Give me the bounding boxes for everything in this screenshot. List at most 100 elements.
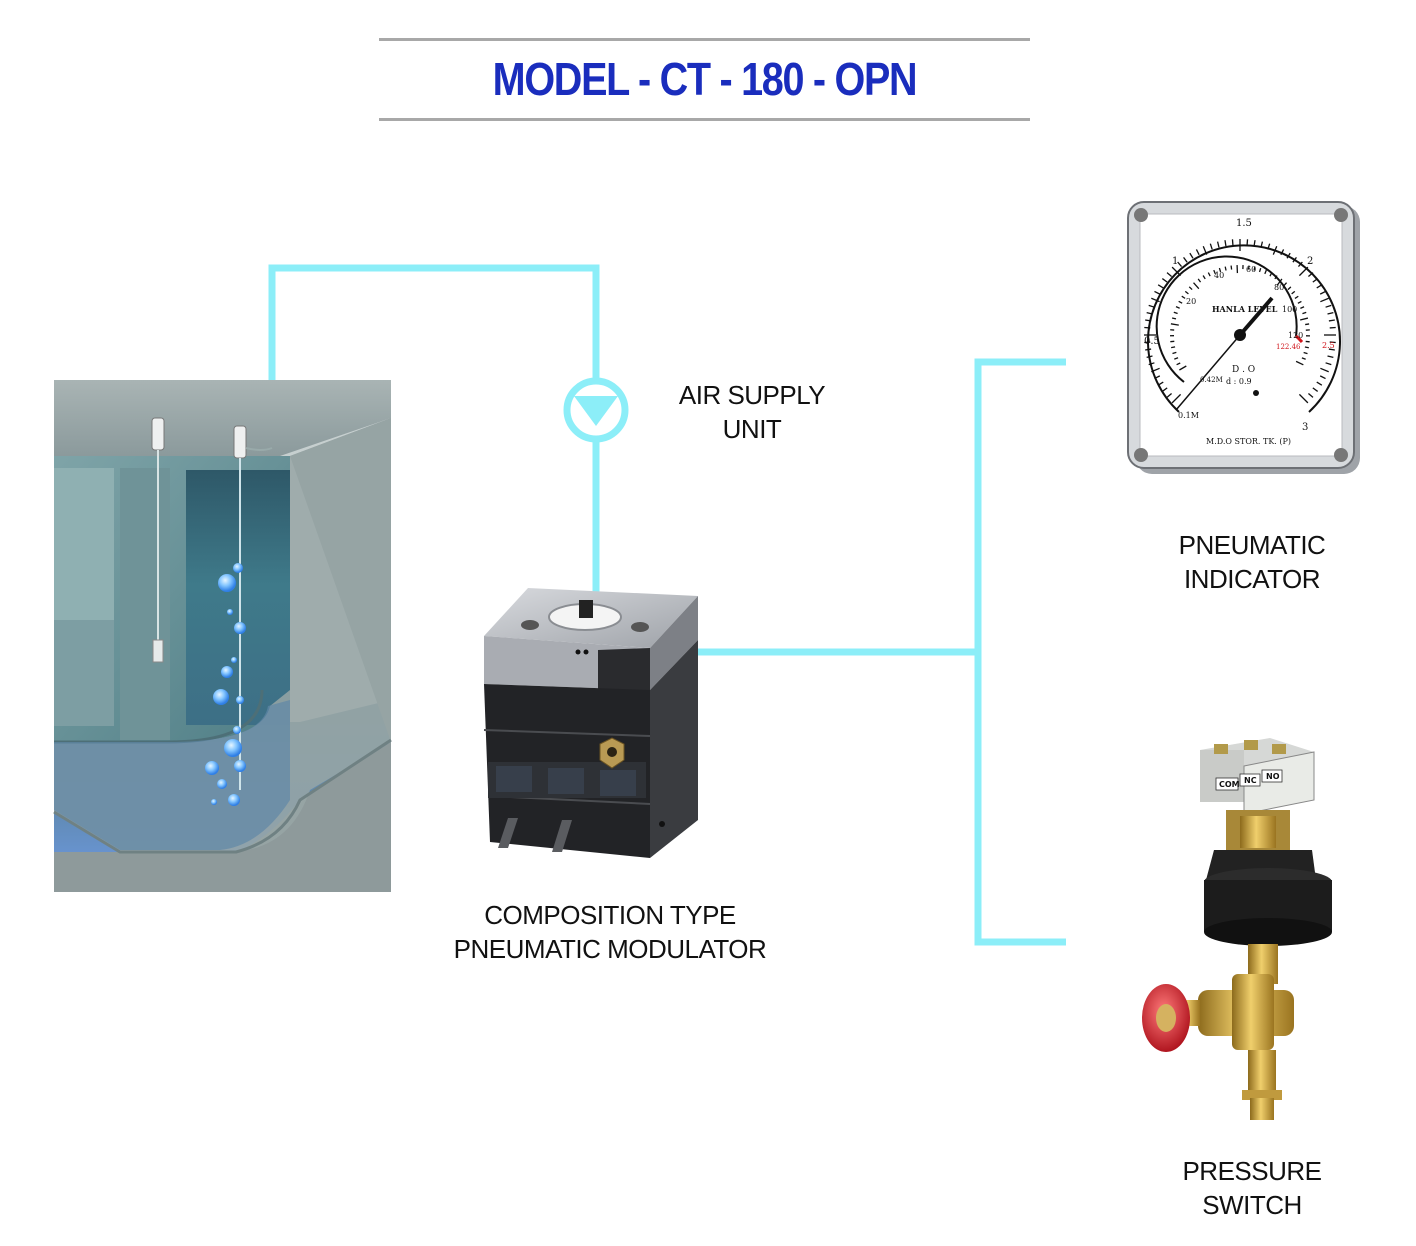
gauge-inner-tick: [1230, 265, 1233, 270]
gauge-label-0-1m: 0.1M: [1178, 411, 1199, 420]
air-bubbles: [205, 563, 246, 806]
gauge-inner-tick: [1302, 311, 1307, 315]
switch-terminal-com: COM: [1219, 780, 1240, 789]
gauge-tick: [1327, 311, 1334, 315]
gauge-tick: [1298, 393, 1309, 404]
gauge-inner-tick: [1305, 323, 1310, 326]
gauge-label-3: 3: [1302, 422, 1308, 433]
gauge-inner-tick: [1179, 365, 1187, 371]
gauge-tick: [1292, 256, 1297, 263]
gauge-tick: [1298, 266, 1309, 277]
air-supply-unit-label: AIR SUPPLY UNIT: [662, 378, 842, 446]
indicator-label-line1: PNEUMATIC: [1178, 530, 1326, 560]
modulator-label-line2: PNEUMATIC MODULATOR: [453, 934, 767, 964]
gauge-tick: [1145, 319, 1152, 322]
pressure-switch-illustration: COM NC NO: [1142, 738, 1332, 1120]
gauge-tick: [1312, 278, 1319, 283]
gauge-tick: [1145, 348, 1152, 351]
gauge-tick: [1151, 367, 1160, 373]
gauge-tick: [1202, 246, 1208, 255]
gauge-tick: [1328, 348, 1335, 351]
pressure-switch-label-line2: SWITCH: [1202, 1190, 1302, 1220]
modulator-label-line1: COMPOSITION TYPE: [484, 900, 736, 930]
gauge-inner-tick: [1295, 360, 1304, 366]
gauge-inner-tick: [1300, 317, 1309, 321]
gauge-tick: [1312, 387, 1319, 392]
gauge-tick: [1183, 256, 1188, 263]
gauge-tick: [1319, 290, 1326, 295]
gauge-inner-tick: [1218, 267, 1222, 273]
switch-terminal-no: NO: [1266, 772, 1280, 781]
gauge-inner-tick: [1172, 351, 1177, 355]
pressure-switch-label: PRESSURE SWITCH: [1152, 1154, 1352, 1222]
pneumatic-indicator-gauge: 0.1M 0.5 1 1.5 2 2.5 3 20 40 60 80 100 1…: [1127, 201, 1360, 474]
gauge-inner-tick: [1301, 357, 1306, 360]
air-supply-label-line1: AIR SUPPLY: [678, 380, 826, 410]
pressure-switch-label-line1: PRESSURE: [1182, 1156, 1322, 1186]
gauge-tick: [1224, 240, 1227, 247]
gauge-inner-tick: [1178, 300, 1183, 304]
gauge-inner-tick: [1247, 265, 1250, 270]
gauge-inner-tick: [1174, 357, 1179, 360]
gauge-inner-tick: [1176, 362, 1181, 366]
gauge-inner-100: 100: [1282, 305, 1297, 314]
gauge-inner-tick: [1170, 323, 1179, 326]
indicator-label-line2: INDICATOR: [1183, 564, 1321, 594]
gauge-tick: [1327, 355, 1334, 359]
gauge-label-1-5: 1.5: [1236, 218, 1252, 229]
air-supply-label-line2: UNIT: [722, 414, 782, 444]
gauge-label-1: 1: [1172, 256, 1178, 267]
gauge-inner-tick: [1202, 275, 1206, 280]
gauge-tick: [1260, 241, 1264, 248]
gauge-tick: [1280, 249, 1285, 256]
gauge-tick: [1325, 362, 1332, 366]
branch-pipe: [974, 358, 1066, 946]
gauge-tick: [1195, 249, 1200, 256]
gauge-tick: [1308, 272, 1314, 278]
switch-terminal-nc: NC: [1244, 776, 1257, 785]
tank-to-supply-pipe: [268, 264, 600, 452]
gauge-tick: [1216, 241, 1220, 248]
gauge-tick: [1316, 381, 1323, 386]
gauge-tick: [1171, 266, 1182, 277]
gauge-tick: [1148, 362, 1155, 366]
gauge-tick: [1286, 252, 1291, 259]
gauge-inner-tick: [1283, 282, 1288, 287]
gauge-inner-tick: [1181, 295, 1186, 299]
diagram-title: MODEL - CT - 180 - OPN: [492, 53, 918, 105]
gauge-inner-tick: [1188, 286, 1193, 291]
gauge-tick: [1297, 261, 1303, 267]
gauge-tick: [1316, 284, 1323, 289]
gauge-tick: [1161, 387, 1168, 392]
gauge-inner-tick: [1294, 295, 1299, 300]
gauge-tick: [1146, 311, 1153, 315]
title-top-rule: [379, 38, 1030, 41]
gauge-density: d : 0.9: [1226, 377, 1252, 386]
gauge-inner-tick: [1287, 286, 1292, 291]
gauge-tick: [1171, 393, 1182, 404]
gauge-tick: [1154, 375, 1161, 380]
title-bottom-rule: [379, 118, 1030, 121]
tank-illustration: [53, 380, 392, 892]
gauge-inner-tick: [1213, 269, 1216, 275]
gauge-inner-tick: [1173, 311, 1178, 315]
gauge-inner-120: 120: [1288, 331, 1303, 340]
gauge-brand: HANLA LEVEL: [1212, 304, 1278, 314]
gauge-inner-tick: [1291, 290, 1296, 295]
air-supply-unit-symbol: [563, 377, 629, 443]
gauge-tick: [1319, 375, 1326, 380]
gauge-inner-tick: [1193, 282, 1200, 290]
gauge-tick: [1157, 284, 1164, 289]
gauge-tick: [1272, 246, 1278, 255]
gauge-inner-tick: [1184, 290, 1189, 295]
pneumatic-pipes: [268, 264, 1066, 946]
gauge-inner-40: 40: [1214, 271, 1224, 280]
gauge-tick: [1308, 392, 1314, 398]
gauge-label-2: 2: [1307, 256, 1313, 267]
gauge-tick: [1320, 367, 1329, 373]
gauge-inner-tick: [1253, 266, 1256, 271]
gauge-tick: [1267, 243, 1271, 250]
gauge-inner-80: 80: [1274, 283, 1284, 292]
gauge-mark-value: 122.46: [1276, 343, 1301, 351]
